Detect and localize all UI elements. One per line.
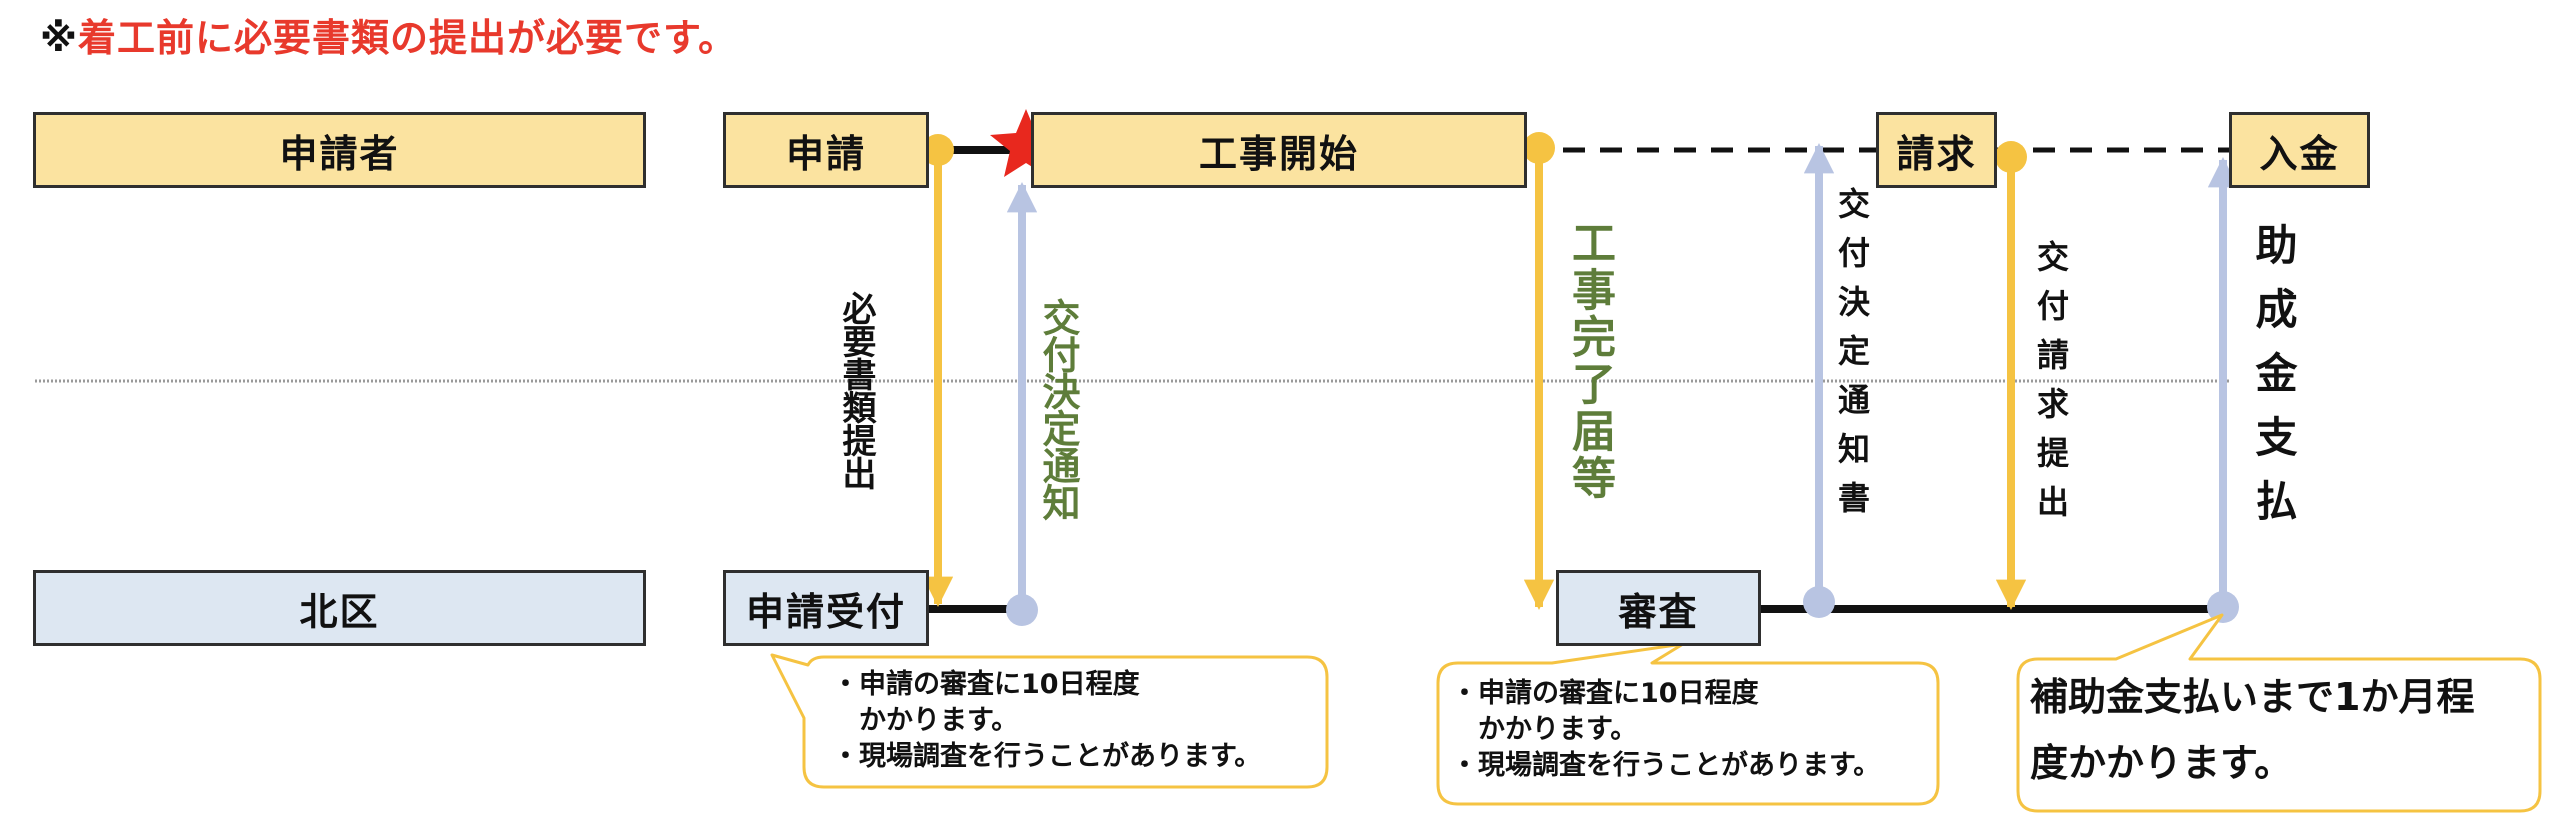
- arrow-grant-claim-submission-origin: [1995, 141, 2027, 173]
- prerequisite-note-text: 着工前に必要書類の提出が必要です。: [77, 16, 738, 60]
- step-apply: 申請: [723, 112, 929, 188]
- arrow-subsidy-payment-origin: [2207, 591, 2239, 623]
- step-claim-label: 請求: [1896, 131, 1977, 176]
- label-grant-decision-notice: 交付決定通知: [1036, 298, 1080, 520]
- callout-payment-bubble: [2016, 613, 2542, 813]
- arrow-submit-documents-origin: [922, 134, 954, 166]
- callout-reception-text: ・申請の審査に10日程度 かかります。 ・現場調査を行うことがあります。: [832, 669, 1262, 772]
- label-submit-documents: 必要書類提出: [836, 291, 876, 489]
- callout-review-bubble: [1436, 642, 1940, 806]
- callout-payment-text: 補助金支払いまで1か月程 度かかります。: [2030, 675, 2475, 785]
- label-grant-claim-submission: 交付請求提出: [2032, 240, 2070, 534]
- lane-ward-label: 北区: [299, 589, 380, 634]
- step-claim: 請求: [1876, 112, 1997, 188]
- step-apply-label: 申請: [785, 131, 866, 176]
- label-grant-decision-notice-doc: 交付決定通知書: [1833, 187, 1871, 530]
- step-construction-start: 工事開始: [1031, 112, 1527, 188]
- callout-review-text: ・申請の審査に10日程度 かかります。 ・現場調査を行うことがあります。: [1451, 678, 1881, 781]
- step-reception: 申請受付: [723, 570, 929, 646]
- step-review: 審査: [1556, 570, 1761, 646]
- arrow-grant-decision-notice-doc-origin: [1803, 586, 1835, 618]
- prerequisite-note: ※着工前に必要書類の提出が必要です。: [40, 8, 737, 68]
- step-construction-start-label: 工事開始: [1198, 131, 1359, 176]
- arrow-grant-decision-notice-origin: [1006, 594, 1038, 626]
- step-payment-received: 入金: [2229, 112, 2370, 188]
- lane-ward: 北区: [33, 570, 646, 646]
- step-reception-label: 申請受付: [745, 589, 906, 634]
- step-payment-received-label: 入金: [2259, 131, 2340, 176]
- lane-applicant-label: 申請者: [279, 131, 400, 176]
- lane-applicant: 申請者: [33, 112, 646, 188]
- step-review-label: 審査: [1618, 589, 1699, 634]
- label-completion-report: 工事完了届等: [1564, 220, 1615, 502]
- arrow-completion-report-origin: [1523, 132, 1555, 164]
- callout-reception-bubble: [770, 653, 1329, 789]
- reference-mark: ※: [40, 16, 78, 60]
- label-subsidy-payment: 助成金支払: [2249, 223, 2298, 543]
